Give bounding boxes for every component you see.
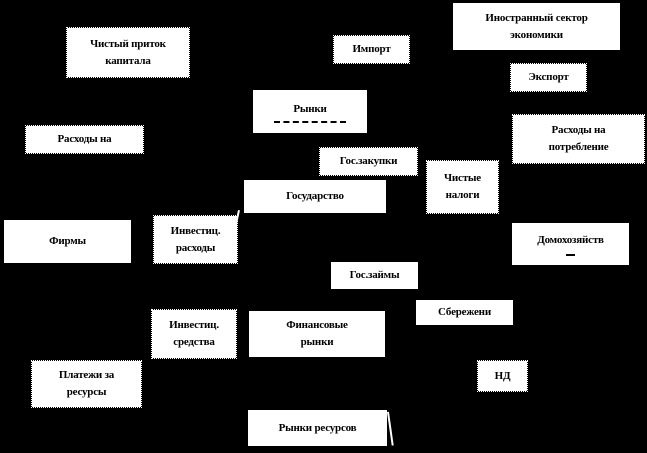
- node-raskhody-na-potreblenie: Расходы на потребление: [512, 114, 645, 164]
- node-nd: НД: [477, 360, 528, 392]
- node-label-line: потребление: [548, 141, 609, 153]
- node-label-line: Фирмы: [49, 235, 86, 247]
- node-chistyj-pritok-kapitala: Чистый приток капитала: [66, 27, 190, 78]
- connector-line-rynki-resursov: [387, 411, 394, 446]
- node-gos-zajmy: Гос.займы: [331, 262, 418, 289]
- node-platezhi-za-resursy: Платежи за ресурсы: [31, 360, 142, 408]
- node-label-line: НД: [494, 369, 511, 382]
- obscured-text-line: [566, 254, 575, 256]
- node-firmy: Фирмы: [4, 220, 131, 263]
- node-import: Импорт: [333, 35, 410, 64]
- node-domokhozyajstv: Домохозяйств: [512, 223, 629, 265]
- node-sberezheni: Сбережени: [416, 300, 513, 325]
- node-finansovye-rynki: Финансовые рынки: [249, 311, 385, 357]
- node-label-line: Гос.займы: [349, 269, 400, 281]
- node-label-line: Рынки ресурсов: [278, 421, 357, 434]
- node-rynki: Рынки: [253, 90, 367, 133]
- node-label-line: Государство: [286, 190, 344, 202]
- node-investic-raskhody: Инвестиц. расходы: [153, 215, 238, 264]
- node-label-line: Платежи за: [58, 369, 115, 381]
- node-label-line: Импорт: [352, 43, 391, 55]
- node-label-line: капитала: [105, 54, 151, 67]
- node-gosudarstvo: Государство: [244, 180, 386, 213]
- node-rynki-resursov: Рынки ресурсов: [248, 410, 387, 446]
- node-inostrannyj-sektor-ekonomiki: Иностранный сектор экономики: [453, 3, 620, 50]
- node-label-line: Гос.закупки: [339, 155, 398, 167]
- node-gos-zakupki: Гос.закупки: [319, 147, 418, 176]
- node-label-line: Иностранный сектор: [485, 11, 588, 24]
- node-chistye-nalogi: Чистые налоги: [426, 160, 499, 214]
- obscured-text-line: [274, 120, 346, 123]
- node-investic-sredstva: Инвестиц. средства: [151, 309, 237, 359]
- node-label-line: Расходы на: [551, 124, 606, 136]
- node-label-line: Чистый приток: [90, 37, 166, 50]
- node-label-line: экономики: [510, 28, 563, 41]
- node-label-line: рынки: [300, 336, 334, 348]
- node-label-line: Чистые: [444, 172, 481, 184]
- node-label-line: Рынки: [293, 102, 327, 115]
- node-raskhody-na: Расходы на: [25, 125, 144, 154]
- node-label-line: Экспорт: [528, 71, 569, 83]
- node-label-line: налоги: [445, 189, 480, 201]
- node-label-line: расходы: [175, 241, 216, 254]
- node-label-line: ресурсы: [66, 386, 107, 398]
- node-label-line: Домохозяйств: [537, 234, 604, 246]
- node-label-line: Расходы на: [57, 133, 112, 145]
- node-label-line: Сбережени: [438, 306, 491, 318]
- node-label-line: средства: [173, 336, 215, 348]
- node-label-line: Инвестиц.: [170, 224, 221, 237]
- node-label-line: Инвестиц.: [169, 319, 219, 331]
- node-eksport: Экспорт: [510, 63, 587, 92]
- node-label-line: Финансовые: [286, 319, 348, 331]
